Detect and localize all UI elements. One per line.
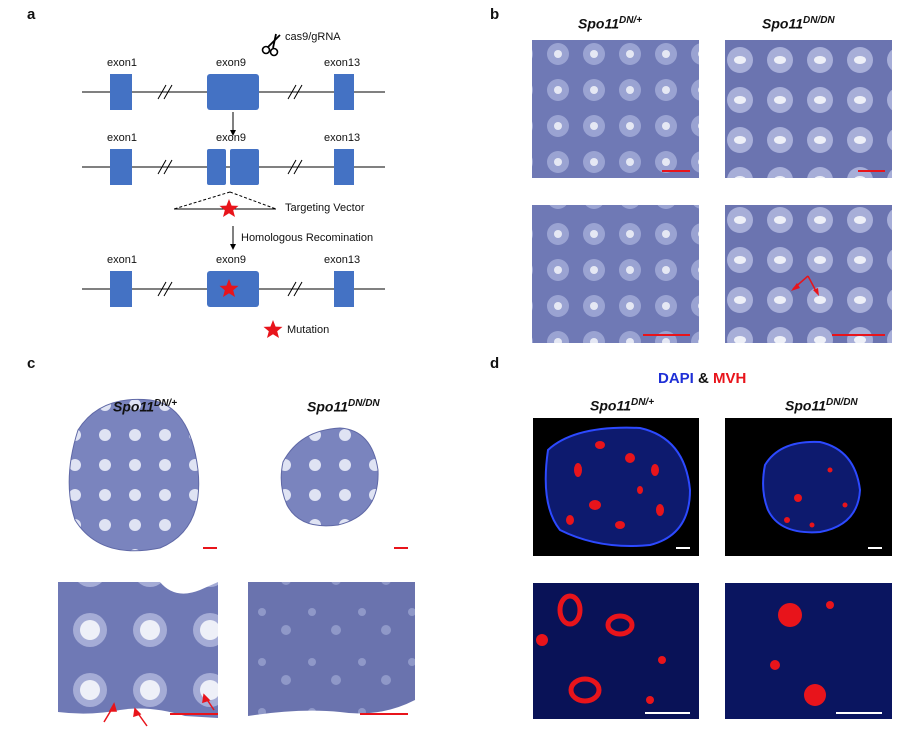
arrow-annotation-icon xyxy=(103,693,215,727)
genotype-het-label: Spo11DN/+ xyxy=(590,397,655,414)
exon13-label: exon13 xyxy=(324,132,361,144)
genotype-het-label: Spo11DN/+ xyxy=(578,15,643,32)
ovary-section-mut-low xyxy=(280,427,379,527)
exon1-box xyxy=(110,74,132,110)
mvh-positive-oocytes xyxy=(566,441,664,529)
panel-b-label: b xyxy=(490,6,500,23)
ovary-if-het-high xyxy=(533,583,699,719)
gene-targeting-diagram xyxy=(82,33,385,338)
mutant-allele xyxy=(82,271,385,307)
break-mark xyxy=(157,84,173,100)
targeting-vector-label: Targeting Vector xyxy=(285,202,365,214)
exon9-box xyxy=(207,74,259,110)
star-icon xyxy=(219,199,239,217)
testis-section-mut-high xyxy=(725,205,892,343)
exon13-box xyxy=(334,74,354,110)
recombination-label: Homologous Recomination xyxy=(241,232,374,244)
star-icon xyxy=(219,279,239,297)
genotype-mut-label: Spo11DN/DN xyxy=(785,397,858,414)
scissors-icon xyxy=(261,33,281,57)
ovary-section-het-high xyxy=(58,582,218,718)
exon1-label: exon1 xyxy=(107,57,137,69)
genotype-het-label: Spo11DN/+ xyxy=(113,398,178,415)
testis-section-het-high xyxy=(532,205,699,343)
panel-c-label: c xyxy=(27,355,36,372)
mvh-positive-oocytes xyxy=(784,467,848,528)
panel-a-label: a xyxy=(27,6,36,23)
targeting-vector xyxy=(173,191,277,217)
genotype-mut-label: Spo11DN/DN xyxy=(307,398,380,415)
exon9-label: exon9 xyxy=(216,132,246,144)
mvh-label: MVH xyxy=(713,370,747,387)
genotype-mut-label: Spo11DN/DN xyxy=(762,15,835,32)
dapi-label: DAPI xyxy=(658,370,694,387)
exon13-label: exon13 xyxy=(324,57,361,69)
break-mark xyxy=(287,84,303,100)
legend-star-icon xyxy=(263,320,283,338)
exon13-label: exon13 xyxy=(324,254,361,266)
exon9-label: exon9 xyxy=(216,254,246,266)
cas9-label: cas9/gRNA xyxy=(285,31,341,43)
arrow-down-icon xyxy=(230,226,236,250)
ovary-section-het-low xyxy=(68,398,200,552)
exon9-label: exon9 xyxy=(216,57,246,69)
arrow-down-icon xyxy=(230,112,236,136)
mutation-legend-label: Mutation xyxy=(287,324,330,336)
stain-legend: DAPI & MVH xyxy=(658,370,746,387)
exon1-label: exon1 xyxy=(107,254,137,266)
exon1-label: exon1 xyxy=(107,132,137,144)
arrow-annotation-icon xyxy=(791,275,819,296)
cut-allele xyxy=(82,149,385,185)
testis-section-mut-low xyxy=(725,40,892,178)
testis-section-het-low xyxy=(532,40,699,178)
ovary-section-mut-high xyxy=(248,582,415,716)
panel-d-label: d xyxy=(490,355,500,372)
ampersand-label: & xyxy=(698,370,709,387)
wildtype-allele xyxy=(82,74,385,110)
